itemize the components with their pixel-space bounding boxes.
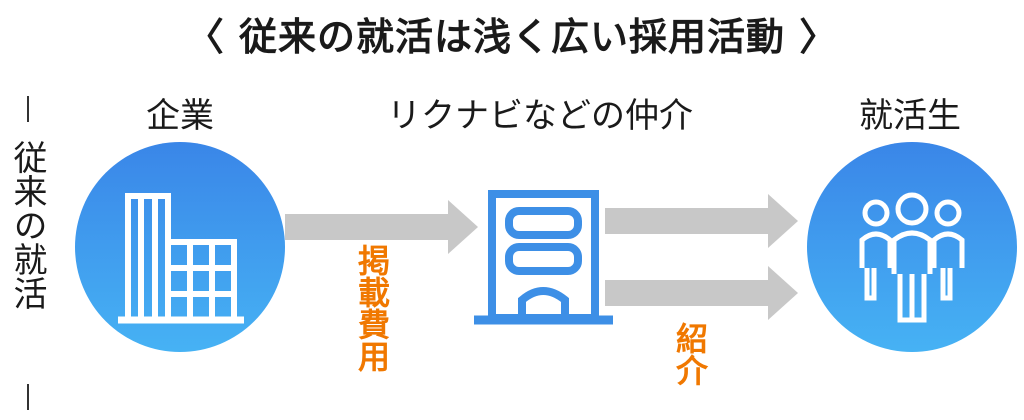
listing-fee-label: 掲載費用: [353, 244, 391, 372]
side-label-bottom-line: [27, 384, 29, 410]
page-title: 〈 従来の就活は浅く広い採用活動 〉: [185, 15, 839, 59]
office-building-icon: [474, 190, 613, 325]
introduction-label: 紹介: [671, 322, 709, 386]
students-label: 就活生: [859, 96, 961, 136]
people-icon: [859, 192, 965, 323]
arrow-agency-to-students-bottom: [605, 266, 798, 320]
arrow-agency-to-students-top: [605, 194, 798, 248]
company-label: 企業: [146, 96, 214, 136]
building-icon: [118, 193, 244, 324]
side-label-top-line: [27, 96, 29, 122]
side-label: 従来の就活: [7, 140, 47, 310]
agency-label: リクナビなどの仲介: [387, 96, 693, 136]
arrow-company-to-agency: [285, 200, 478, 254]
students-circle: [807, 142, 1017, 352]
